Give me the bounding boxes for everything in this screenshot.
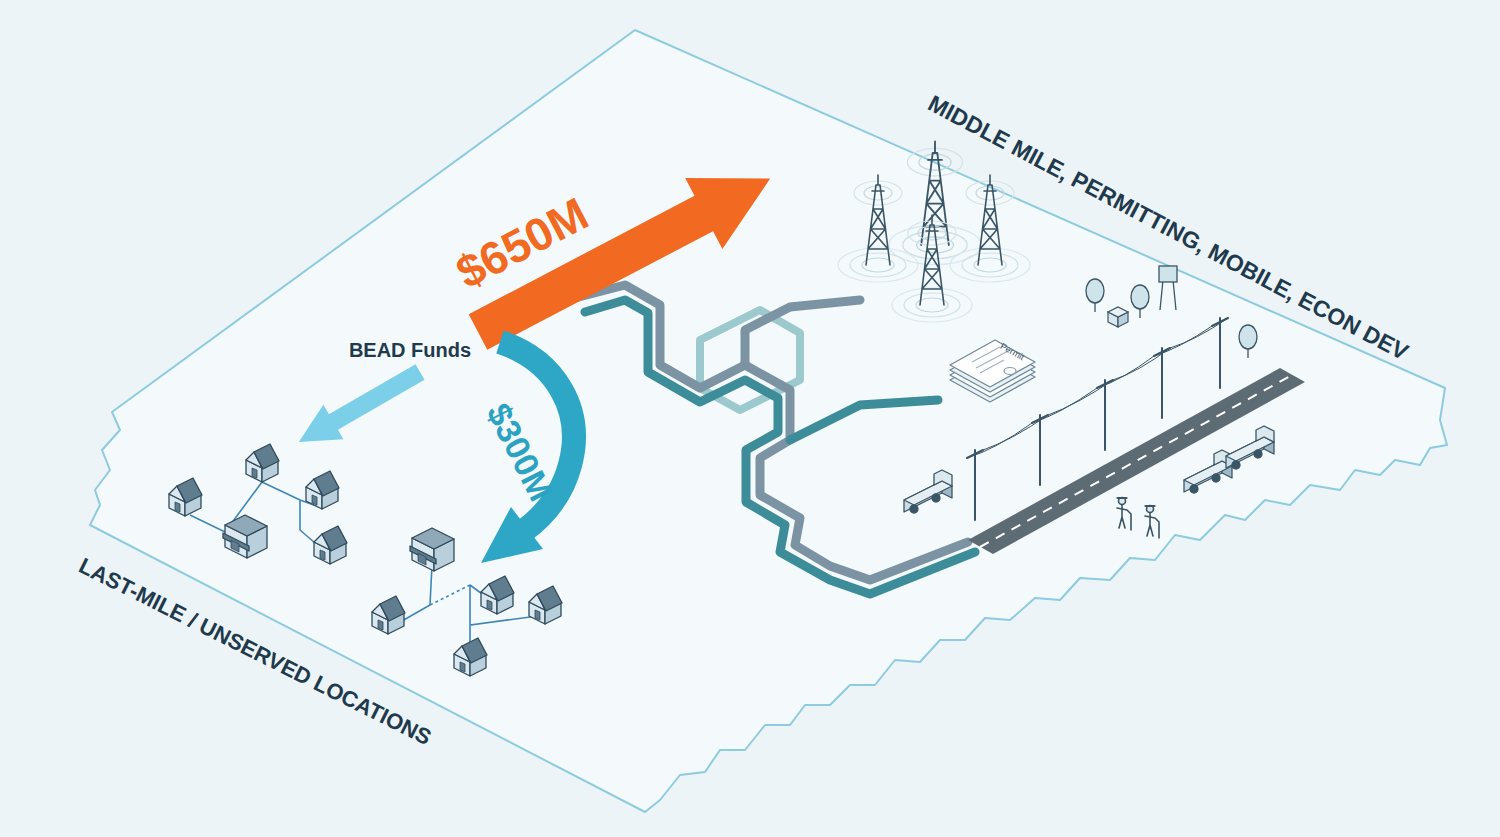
- cell-tower: [889, 142, 981, 265]
- water-tower: [1159, 266, 1177, 310]
- worker-icon: [1145, 506, 1159, 539]
- utility-pole: [1097, 380, 1113, 450]
- truck-icon: [1184, 450, 1232, 493]
- tree-icon: [1239, 325, 1257, 358]
- house-icon: [246, 444, 279, 482]
- truck-icon: [904, 470, 952, 513]
- utility-pole: [1032, 415, 1048, 485]
- building-icon: [223, 515, 267, 558]
- truck-icon: [1226, 426, 1274, 469]
- utility-pole: [1212, 318, 1228, 388]
- tree-icon: [1086, 279, 1104, 312]
- cell-tower: [892, 215, 972, 322]
- funding-source-label: BEAD Funds: [349, 340, 471, 360]
- permit-stack: [950, 340, 1035, 402]
- house-icon: [481, 576, 514, 614]
- house-icon: [169, 478, 202, 516]
- power-lines: [967, 318, 1228, 458]
- funding-arrow-small: [289, 355, 430, 460]
- utility-pole: [967, 450, 983, 520]
- road: [968, 368, 1305, 554]
- house-icon: [372, 596, 405, 634]
- cell-tower: [838, 175, 918, 282]
- house-icon: [314, 526, 347, 564]
- funding-arrow-medium: [481, 342, 574, 563]
- shop-icon: [410, 528, 454, 571]
- utility-box: [1108, 307, 1128, 327]
- cell-tower: [950, 175, 1030, 282]
- state-outline: [90, 30, 1447, 812]
- house-icon: [529, 586, 562, 624]
- utility-pole: [1154, 348, 1170, 418]
- house-icon: [306, 471, 339, 509]
- fiber-network: [575, 285, 975, 594]
- worker-icon: [1117, 498, 1131, 531]
- tree-icon: [1131, 285, 1149, 318]
- house-icon: [454, 638, 487, 676]
